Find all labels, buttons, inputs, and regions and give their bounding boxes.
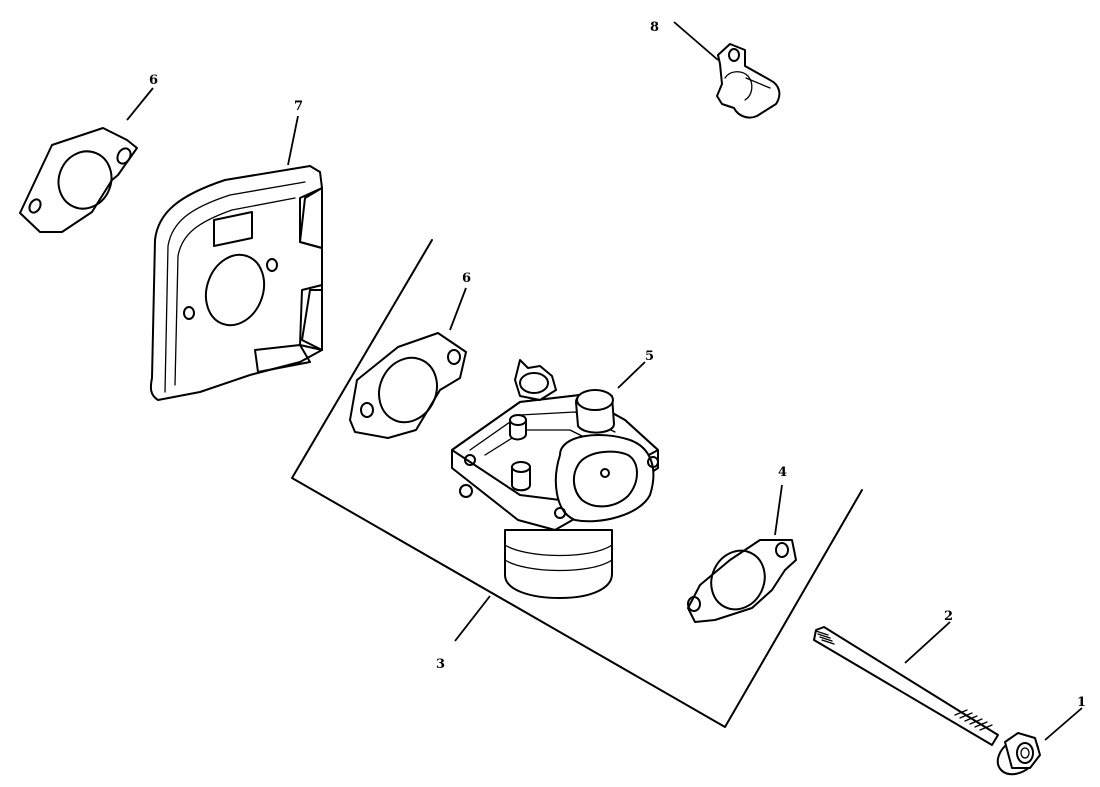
gasket-center: [349, 332, 467, 439]
callout-6-center: 6: [462, 271, 471, 286]
callout-3: 3: [436, 657, 445, 672]
gasket-upper-left: [19, 127, 138, 233]
callout-2: 2: [944, 609, 953, 624]
callout-1: 1: [1077, 695, 1086, 710]
callout-6-upper: 6: [149, 73, 158, 88]
spacer-plate: [149, 165, 323, 401]
carburetor: [451, 359, 659, 599]
kit-bracket: [291, 239, 863, 728]
flange-nut: [996, 732, 1041, 776]
stud-bolt: [813, 626, 999, 746]
callout-8: 8: [650, 20, 659, 35]
callout-7: 7: [294, 99, 303, 114]
clip: [716, 43, 781, 119]
gasket-right: [687, 539, 797, 623]
callout-5: 5: [645, 349, 654, 364]
callout-4: 4: [778, 465, 787, 480]
